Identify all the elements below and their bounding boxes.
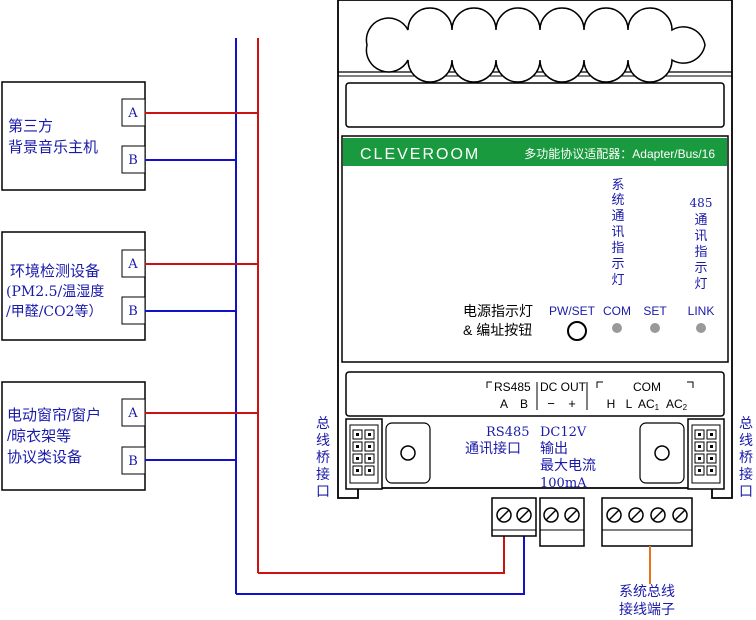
dc-port-line: DC12V xyxy=(540,425,587,440)
top-terminal-cover xyxy=(365,7,706,83)
rs485-b-label: B xyxy=(520,397,528,411)
svg-text:讯: 讯 xyxy=(694,228,707,243)
brand-bar xyxy=(343,138,727,166)
device-b-label: B xyxy=(128,454,138,469)
svg-text:讯: 讯 xyxy=(611,224,624,239)
device-name-line: 电动窗帘/窗户 xyxy=(7,406,101,424)
svg-text:线: 线 xyxy=(739,432,753,448)
label-slot xyxy=(345,82,725,128)
device-music-host: A B 第三方 背景音乐主机 xyxy=(1,81,146,191)
left-mount-hole xyxy=(400,445,416,461)
svg-text:灯: 灯 xyxy=(694,276,707,291)
svg-text:总: 总 xyxy=(739,415,753,431)
dc-minus-label: − xyxy=(547,396,555,411)
svg-text:桥: 桥 xyxy=(739,449,753,465)
terminal-label-strip xyxy=(345,371,725,417)
svg-text:灯: 灯 xyxy=(611,272,624,287)
system-bus-label: 系统总线 xyxy=(619,583,675,599)
device-curtain-motor: A B 电动窗帘/窗户 /晾衣架等 协议类设备 xyxy=(1,381,146,491)
dc-port-line: 输出 xyxy=(540,440,568,456)
device-name-line: /晾衣架等 xyxy=(7,427,71,445)
adapter-module: CLEVEROOM 多功能协议适配器：Adapter/Bus/16 系 统 通 … xyxy=(337,0,733,499)
svg-text:桥: 桥 xyxy=(316,449,330,465)
svg-text:通: 通 xyxy=(611,208,624,223)
svg-text:示: 示 xyxy=(694,260,707,275)
com-h-label: H xyxy=(607,397,616,411)
blue-bus-return xyxy=(236,520,525,595)
svg-text:接: 接 xyxy=(739,466,753,482)
rs485-terminal-block[interactable] xyxy=(491,497,537,537)
address-button-label: & 编址按钮 xyxy=(463,322,532,338)
rs485-group-label: RS485 xyxy=(494,380,531,394)
device-a-label: A xyxy=(127,106,138,121)
rs485-a-label: A xyxy=(500,397,508,411)
svg-text:线: 线 xyxy=(316,432,330,448)
front-panel xyxy=(341,135,729,363)
red-bus-return xyxy=(258,520,505,574)
device-name-line: 环境检测设备 xyxy=(10,262,100,280)
link-led xyxy=(696,323,706,333)
pwset-button[interactable] xyxy=(567,321,587,341)
right-bus-bridge-label: 总 线 桥 接 口 xyxy=(739,415,753,499)
device-name-line: 背景音乐主机 xyxy=(8,139,98,156)
svg-text:指: 指 xyxy=(694,244,707,259)
system-indicator-label: 系 统 通 讯 指 示 灯 xyxy=(611,177,624,287)
device-b-label: B xyxy=(128,153,138,168)
svg-text:口: 口 xyxy=(316,483,330,499)
device-name-line: 协议类设备 xyxy=(7,449,82,466)
link-label: LINK xyxy=(688,304,715,318)
svg-text:系: 系 xyxy=(611,177,624,192)
dc-output-terminal-block[interactable] xyxy=(539,497,585,547)
set-led xyxy=(650,323,660,333)
rs485-port-desc: 通讯接口 xyxy=(465,440,521,456)
svg-text:口: 口 xyxy=(739,483,753,499)
pwset-label: PW/SET xyxy=(549,304,596,318)
svg-text:统: 统 xyxy=(611,192,624,207)
svg-text:通: 通 xyxy=(694,212,707,227)
rs485-indicator-label: 485 通 讯 指 示 灯 xyxy=(690,196,713,291)
svg-text:接: 接 xyxy=(316,466,330,482)
right-mount-hole xyxy=(654,445,670,461)
dcout-group-label: DC OUT xyxy=(540,380,587,394)
com-group-label: COM xyxy=(633,380,661,394)
dc-port-line: 最大电流 xyxy=(540,457,596,473)
device-name-line: 第三方 xyxy=(8,117,53,135)
module-title: 多功能协议适配器：Adapter/Bus/16 xyxy=(524,146,715,161)
com-label: COM xyxy=(603,304,631,318)
com-led xyxy=(612,323,622,333)
svg-text:总: 总 xyxy=(316,415,330,431)
left-bus-bridge-label: 总 线 桥 接 口 xyxy=(316,415,330,499)
system-bus-terminal-block[interactable] xyxy=(601,497,693,547)
svg-text:示: 示 xyxy=(611,256,624,271)
svg-text:485: 485 xyxy=(690,196,713,210)
com-ac2-label: AC2 xyxy=(666,397,688,412)
rs485-port-label: RS485 xyxy=(486,425,530,440)
device-env-sensor: A B 环境检测设备 (PM2.5/温湿度 /甲醛/CO2等） xyxy=(1,231,146,341)
com-l-label: L xyxy=(626,397,633,411)
device-name-line: /甲醛/CO2等） xyxy=(6,303,103,320)
device-name-line: (PM2.5/温湿度 xyxy=(6,284,104,300)
set-label: SET xyxy=(643,304,667,318)
com-ac1-label: AC1 xyxy=(638,397,660,412)
device-b-label: B xyxy=(128,304,138,319)
device-a-label: A xyxy=(127,406,138,421)
power-indicator-label: 电源指示灯 xyxy=(463,303,533,319)
brand-logo: CLEVEROOM xyxy=(360,146,480,163)
dc-plus-label: + xyxy=(568,396,576,411)
svg-text:指: 指 xyxy=(611,240,624,255)
system-bus-label: 接线端子 xyxy=(619,601,675,617)
device-a-label: A xyxy=(127,257,138,272)
dc-port-line: 100mA xyxy=(540,476,587,491)
